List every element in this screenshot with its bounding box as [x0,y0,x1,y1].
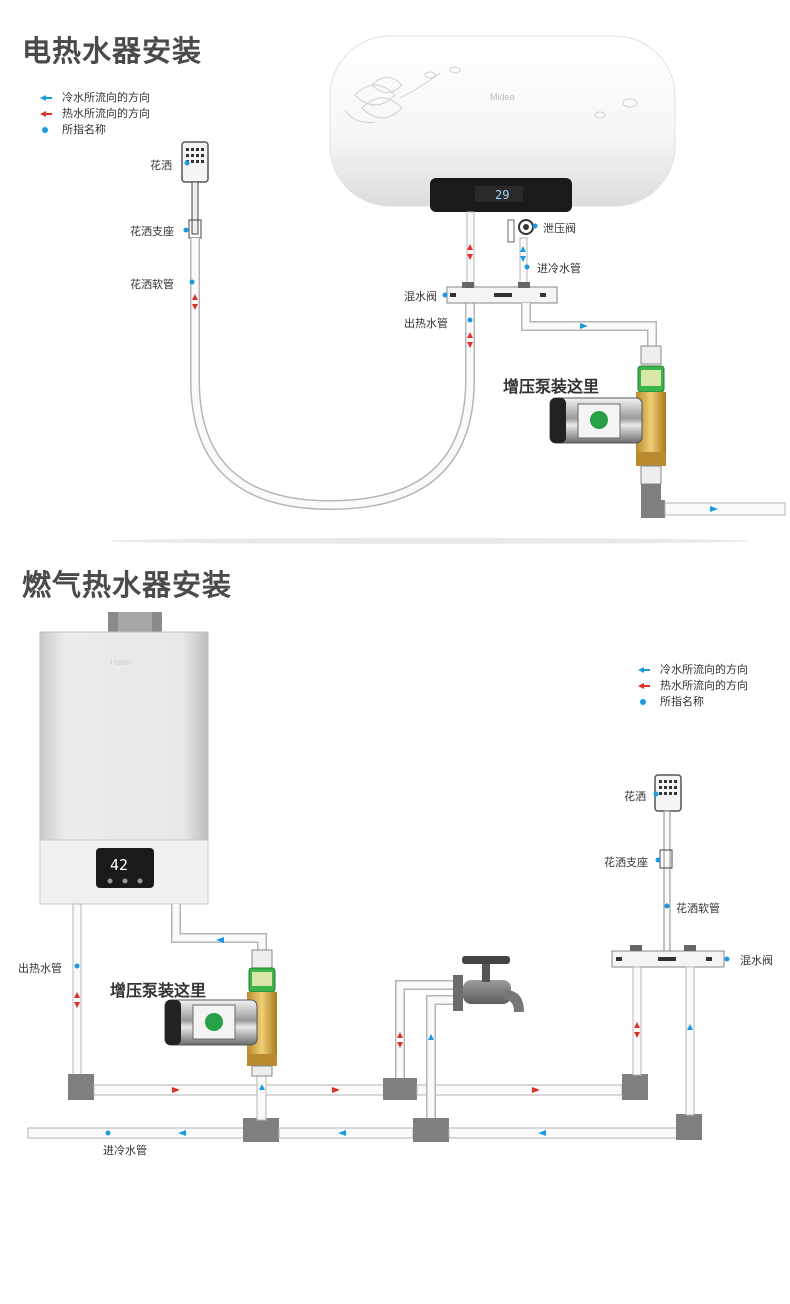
hot-arrow-icon [638,683,650,689]
s1-shower-holder-label: 花洒支座 [130,225,174,238]
brand-mark: Midea [490,92,515,102]
legend-cold-row: 冷水所流向的方向 [38,90,150,106]
legend2-cold-label: 冷水所流向的方向 [660,663,748,676]
legend-hot-row: 热水所流向的方向 [38,106,150,122]
s2-shower-label: 花洒 [624,790,646,803]
gas-water-heater: Haier 42 [39,612,209,905]
s2-cold-inlet-label: 进冷水管 [103,1144,147,1157]
legend2-name-row: 所指名称 [636,694,748,710]
section-divider [110,538,750,544]
dot-icon [42,127,48,133]
gas-brand-mark: Haier [110,657,132,667]
legend-cold-label: 冷水所流向的方向 [62,91,150,104]
s1-shower-hose [190,238,475,511]
heater-display: 29 [495,188,509,202]
s2-flow-arrows [74,937,693,1136]
s1-shower-hose-label: 花洒软管 [130,278,174,291]
legend-name-row: 所指名称 [38,122,150,138]
s1-name-dots [183,160,538,323]
s1-mixing-valve-label: 混水阀 [404,290,437,303]
s1-flow-arrows [192,244,718,512]
hot-arrow-icon [40,111,52,117]
section2-legend: 冷水所流向的方向 热水所流向的方向 所指名称 [636,662,748,710]
s2-shower-hose-label: 花洒软管 [676,902,720,915]
s2-shower-holder-label: 花洒支座 [604,856,648,869]
relief-valve [507,219,534,243]
s2-hot-outlet-label: 出热水管 [18,962,62,975]
s2-mixing-valve-label: 混水阀 [740,954,773,967]
s2-booster-pump [164,949,277,1077]
s1-pump-label: 增压泵装这里 [503,377,600,396]
legend2-hot-row: 热水所流向的方向 [636,678,748,694]
gas-display: 42 [110,856,128,874]
faucet [453,956,524,1012]
legend2-hot-label: 热水所流向的方向 [660,679,748,692]
legend-name-label: 所指名称 [62,123,106,136]
dot-icon [640,699,646,705]
s2-name-dots [74,791,730,1136]
s1-relief-valve-label: 泄压阀 [543,222,576,235]
s1-shower-head [181,141,209,239]
legend-hot-label: 热水所流向的方向 [62,107,150,120]
section1-legend: 冷水所流向的方向 热水所流向的方向 所指名称 [38,90,150,138]
s1-mixing-valve [446,282,558,304]
s2-shower-head [654,774,682,954]
flower-decoration [344,66,638,123]
cold-arrow-icon [638,667,650,673]
gas-control-panel [96,848,154,888]
s1-booster-pump [549,345,666,485]
legend2-cold-row: 冷水所流向的方向 [636,662,748,678]
section2-title: 燃气热水器安装 [22,568,233,602]
s1-hot-outlet-label: 出热水管 [404,317,448,330]
legend2-name-label: 所指名称 [660,695,704,708]
s1-cold-inlet-label: 进冷水管 [537,262,581,275]
s2-mixing-valve [611,945,725,968]
section1-title: 电热水器安装 [22,34,203,68]
s1-shower-label: 花洒 [150,159,172,172]
s2-pump-label: 增压泵装这里 [110,981,207,1000]
cold-arrow-icon [40,95,52,101]
electric-water-heater: Midea 29 [329,35,676,212]
